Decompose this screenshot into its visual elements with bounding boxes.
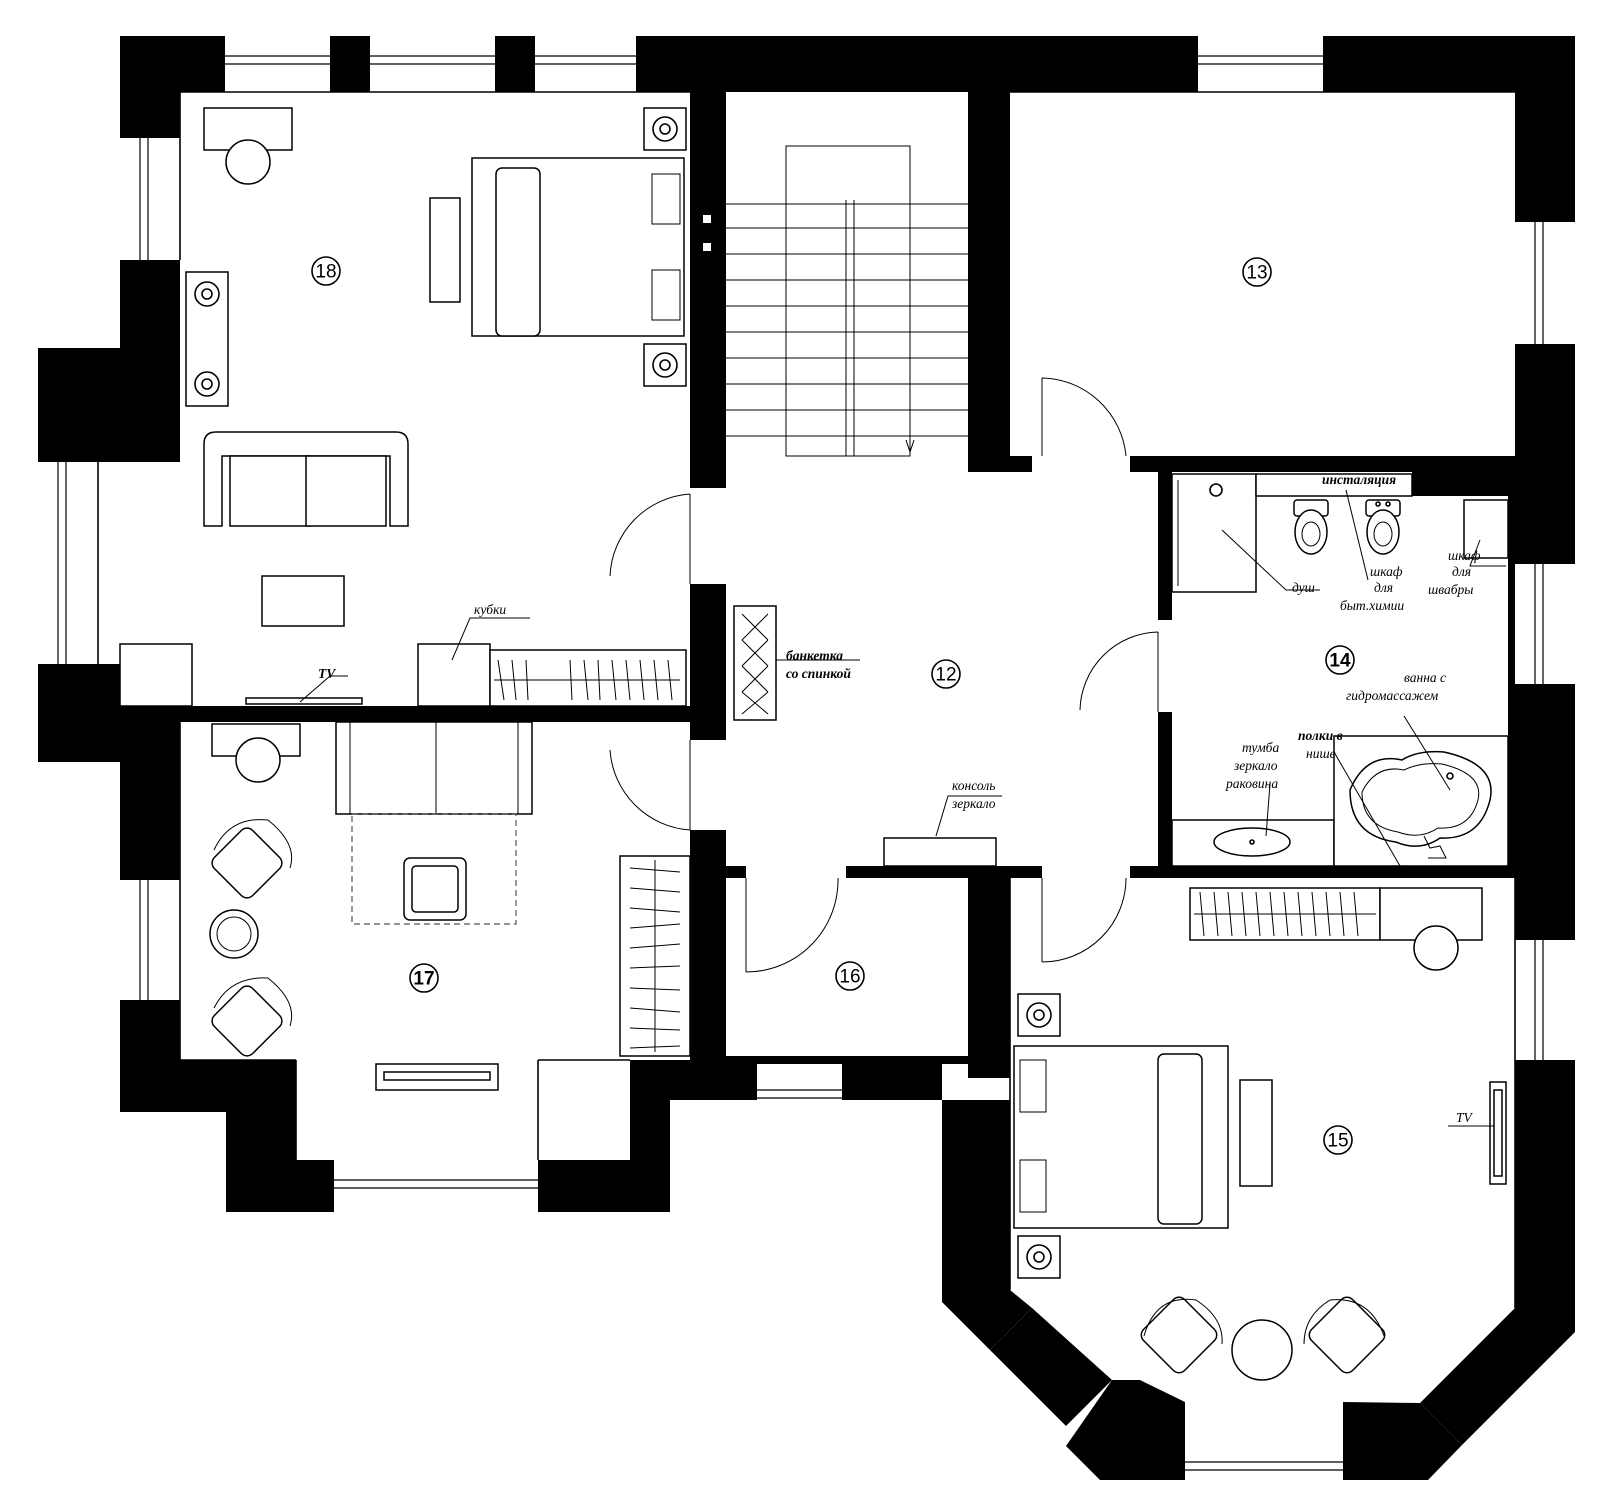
label-vanna-1: ванна с: [1404, 670, 1446, 685]
label-vanna-2: гидромассажем: [1346, 688, 1439, 703]
room-12-marker: 12: [931, 659, 961, 689]
label-polki-2: нише: [1306, 746, 1336, 761]
label-tv-room-18: TV: [318, 666, 336, 681]
room-17-furniture: [209, 721, 691, 1091]
room-14-number: 14: [1329, 651, 1351, 672]
room-16-marker: 16: [835, 961, 865, 991]
annotations: кубки TV банкетка со спинкой консоль зер…: [318, 472, 1481, 1125]
label-shkaf-him-1: шкаф: [1370, 564, 1403, 579]
label-banketka-2: со спинкой: [786, 666, 851, 681]
label-kubki: кубки: [474, 602, 506, 617]
room-18-furniture: [119, 107, 687, 707]
label-banketka-1: банкетка: [786, 648, 843, 663]
label-instalyaciya: инсталяция: [1322, 472, 1396, 487]
room-16-number: 16: [839, 967, 860, 988]
room-14-furniture: [1171, 473, 1509, 867]
room-18-number: 18: [315, 262, 336, 283]
label-shkaf-him-2: для: [1374, 580, 1393, 595]
room-12-number: 12: [935, 665, 956, 686]
room-numbers: 18 13 12 14 17 16 15: [311, 256, 1355, 1155]
label-shkaf-shv-3: швабры: [1428, 582, 1473, 597]
room-13-marker: 13: [1242, 257, 1272, 287]
room-17-marker: 17: [409, 963, 439, 993]
label-konsol-1: консоль: [952, 778, 995, 793]
label-polki-1: полки в: [1298, 728, 1343, 743]
room-15-furniture: [1013, 887, 1507, 1381]
label-shkaf-shv-1: шкаф: [1448, 548, 1481, 563]
label-tumba-2: зеркало: [1233, 758, 1278, 773]
label-shkaf-him-3: быт.химии: [1340, 598, 1404, 613]
room-17-number: 17: [413, 969, 434, 990]
staircase: [726, 145, 968, 457]
windows: [57, 55, 1544, 1471]
room-15-number: 15: [1327, 1131, 1348, 1152]
label-shkaf-shv-2: для: [1452, 564, 1471, 579]
room-15-marker: 15: [1323, 1125, 1353, 1155]
room-13-number: 13: [1246, 263, 1267, 284]
label-dush: душ: [1292, 580, 1315, 595]
label-konsol-2: зеркало: [951, 796, 996, 811]
label-tv-room-15: TV: [1456, 1110, 1474, 1125]
room-14-marker: 14: [1325, 645, 1355, 675]
room-18-marker: 18: [311, 256, 341, 286]
doors: [609, 377, 1159, 973]
interior-walls: [96, 91, 1516, 1308]
room-12-furniture: [733, 605, 1002, 867]
label-tumba-1: тумба: [1242, 740, 1279, 755]
label-tumba-3: раковина: [1225, 776, 1278, 791]
